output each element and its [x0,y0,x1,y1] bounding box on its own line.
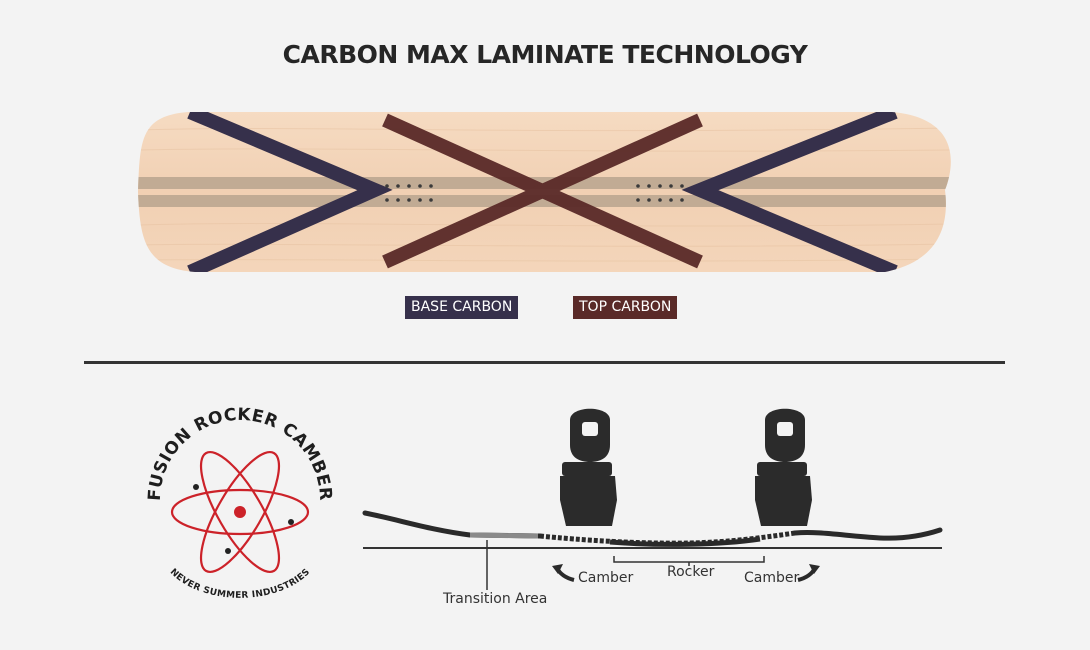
board-profile [362,510,943,547]
curved-arrow-icon-head [809,564,820,574]
snowboard [138,112,951,272]
page-title: CARBON MAX LAMINATE TECHNOLOGY [282,40,808,69]
profile-tail [792,527,943,541]
electron [288,519,294,525]
atom-orbits [170,450,310,574]
base-carbon-chevrons [187,112,898,272]
curved-arrow-icon-head [552,564,563,574]
label-rocker: Rocker [667,564,715,580]
logo-bottom-text: NEVER SUMMER INDUSTRIES [168,567,312,601]
label-transition-area: Transition Area [443,591,548,607]
binding-icon [755,408,812,526]
electron [193,484,199,490]
rocker-bracket [613,556,765,563]
binding-inserts [385,184,684,202]
atom-nucleus [234,506,246,518]
electron [225,548,231,554]
section-divider [84,361,1005,364]
binding-highback-hole [582,422,598,436]
label-camber-left: Camber [578,570,634,586]
top-carbon-x [382,113,703,269]
profile-nose [362,510,543,539]
transition-area-segment [469,532,539,539]
label-camber-right: Camber [744,570,800,586]
atom-icon [170,450,310,574]
logo-arc-text: FUSION ROCKER CAMBER [145,405,335,502]
binding-highback-hole [777,422,793,436]
rocker-base [609,536,761,547]
legend-base-carbon: BASE CARBON [405,296,519,319]
legend-top-carbon: TOP CARBON [573,296,678,319]
